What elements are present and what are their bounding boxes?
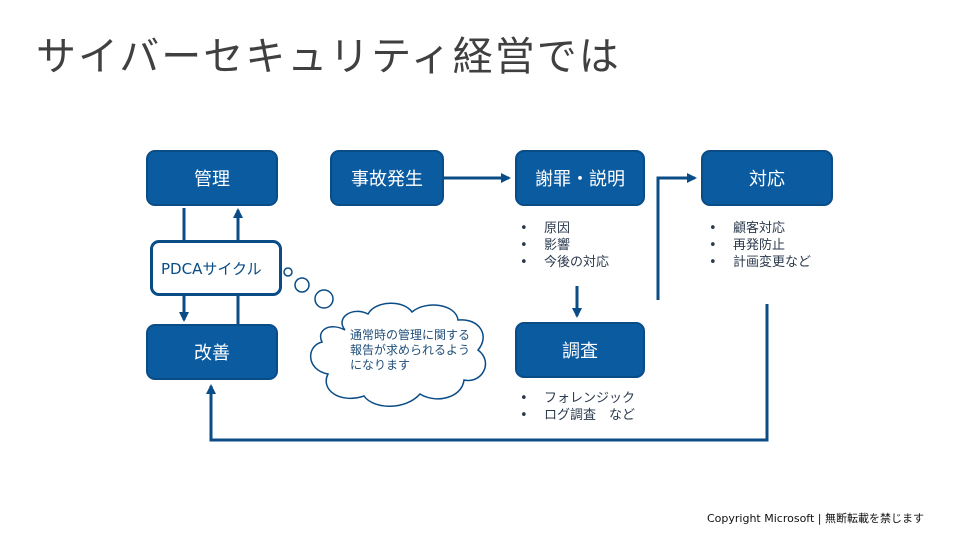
arrow-response-to-improvement <box>206 304 769 442</box>
box-management: 管理 <box>146 150 278 206</box>
list-item: 計画変更など <box>709 254 811 271</box>
pdca-label: PDCAサイクル <box>161 259 262 278</box>
apology-bullets: 原因 影響 今後の対応 <box>520 220 609 271</box>
cloud-line: になります <box>350 358 411 372</box>
investigation-bullets: フォレンジック ログ調査 など <box>520 390 635 424</box>
arrow-apology-to-response <box>656 173 697 300</box>
list-item: 影響 <box>520 237 609 254</box>
list-item: 再発防止 <box>709 237 811 254</box>
cloud-line: 通常時の管理に関する <box>350 328 471 342</box>
pdca-cycle-box: PDCAサイクル <box>150 240 282 296</box>
list-item: 今後の対応 <box>520 254 609 271</box>
box-response: 対応 <box>701 150 833 206</box>
speech-cloud <box>310 302 487 407</box>
list-item: 原因 <box>520 220 609 237</box>
thought-bubble-medium <box>294 277 310 293</box>
box-apology: 謝罪・説明 <box>515 150 645 206</box>
list-item: フォレンジック <box>520 390 635 407</box>
cloud-text: 通常時の管理に関する 報告が求められるよう になります <box>350 328 482 373</box>
cloud-line: 報告が求められるよう <box>350 343 471 357</box>
box-improvement: 改善 <box>146 324 278 380</box>
thought-bubble-small <box>283 267 293 277</box>
list-item: ログ調査 など <box>520 407 635 424</box>
copyright-notice: Copyright Microsoft | 無断転載を禁じます <box>706 512 924 525</box>
response-bullets: 顧客対応 再発防止 計画変更など <box>709 220 811 271</box>
box-incident: 事故発生 <box>330 150 444 206</box>
list-item: 顧客対応 <box>709 220 811 237</box>
page-title: サイバーセキュリティ経営では <box>36 34 621 80</box>
thought-bubble-large <box>314 289 334 309</box>
box-investigation: 調査 <box>515 322 645 378</box>
